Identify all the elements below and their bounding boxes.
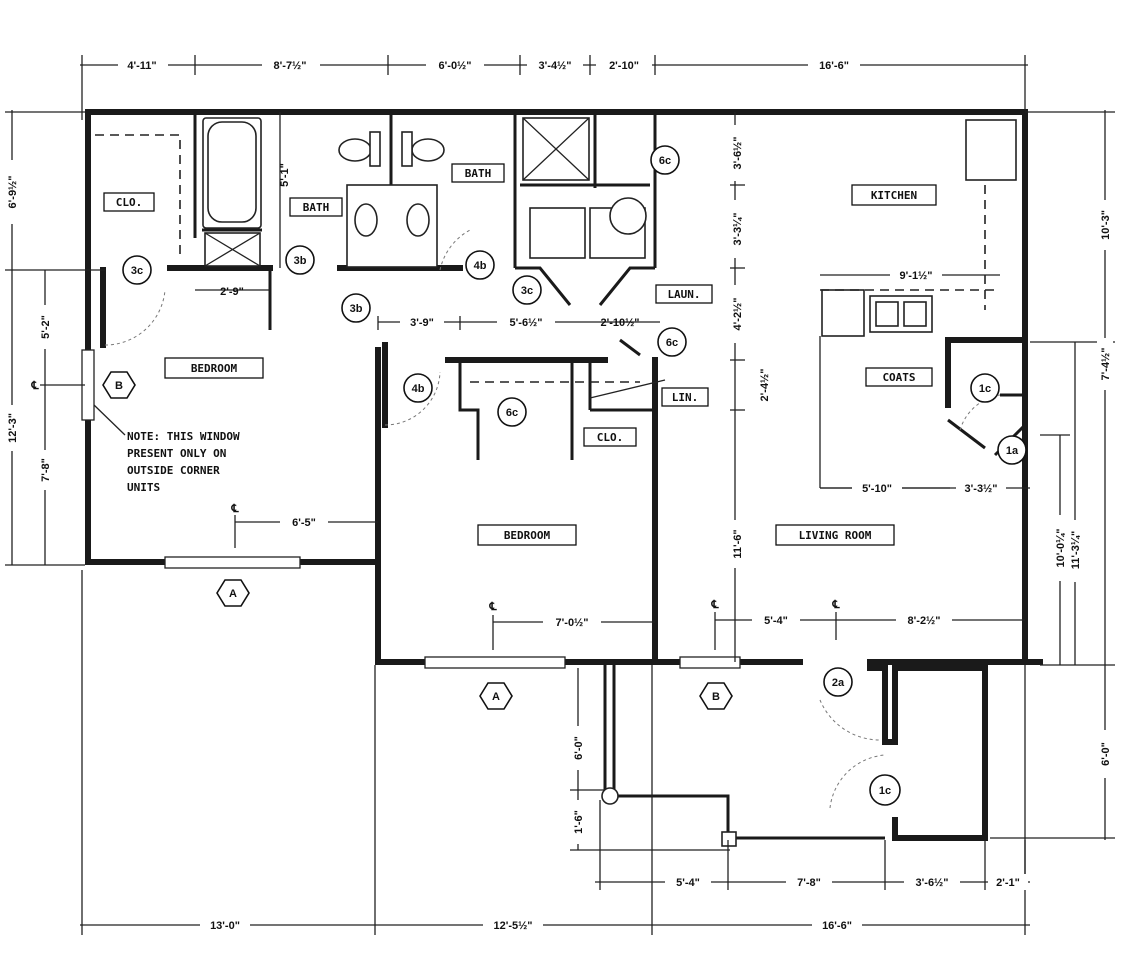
dim-left-2: 5'-2" [40, 315, 52, 339]
door-tag: 3b [350, 303, 363, 315]
sink [354, 203, 378, 237]
dim-hall-1: 3'-9" [410, 317, 434, 329]
dim-patio-1: 5'-4" [676, 877, 700, 889]
dim-bedroom2-width: 7'-0½" [556, 617, 589, 629]
centerline-mark: ℄ [710, 599, 719, 611]
room-label-linen: LIN. [672, 391, 699, 404]
note-line: OUTSIDE CORNER [127, 464, 220, 477]
dim-hall-3: 2'-10½" [600, 317, 639, 329]
window-tag: B [115, 380, 123, 392]
washer [529, 207, 586, 259]
dim-bottom-2: 12'-5½" [493, 920, 532, 932]
dim-living-depth: 10'-0¼" [1055, 528, 1067, 567]
window [164, 556, 301, 569]
dim-right-2: 7'-4½" [1100, 348, 1112, 381]
room-label-bath: BATH [303, 201, 330, 214]
dim-patio-2: 7'-8" [797, 877, 821, 889]
sink [406, 203, 430, 237]
door-tag: 6c [659, 155, 671, 167]
door-tag: 3c [521, 285, 533, 297]
dim-bottom-1: 13'-0" [210, 920, 240, 932]
room-label-bedroom: BEDROOM [504, 529, 551, 542]
range [965, 119, 1017, 181]
door-tags: 3c 3b 3b 4b 3c 6c 6c 4b 6c 1c 1a 2a 1c [122, 145, 1027, 806]
dim-bedroom1-width: 6'-5" [292, 517, 316, 529]
centerline-mark: ℄ [488, 601, 497, 613]
room-label-living-room: LIVING ROOM [799, 529, 872, 542]
window-note: NOTE: THIS WINDOW PRESENT ONLY ON OUTSID… [127, 430, 240, 494]
refrigerator [821, 289, 865, 337]
dim-left-1: 6'-9½" [7, 176, 19, 209]
dim-living-width-1: 5'-4" [764, 615, 788, 627]
dim-patio-3: 3'-6½" [916, 877, 949, 889]
toilet [411, 138, 445, 162]
dim-living-width-2: 8'-2½" [908, 615, 941, 627]
dim-hall-2: 5'-6½" [510, 317, 543, 329]
dim-patio-vertical-1: 6'-0" [573, 736, 585, 760]
dim-patio-vertical-2: 1'-6" [573, 810, 585, 834]
dim-bedroom2-height: 11'-6" [732, 529, 744, 558]
dim-laundry-1: 3'-6½" [732, 137, 744, 170]
dim-coats-width: 3'-3½" [965, 483, 998, 495]
dim-kitchen-width: 9'-1½" [900, 270, 933, 282]
door-tag: 1a [1006, 445, 1019, 457]
room-labels: CLO. BATH BATH KITCHEN LAUN. BEDROOM LIN… [103, 163, 937, 546]
dim-right-3: 11'-3¼" [1070, 531, 1082, 569]
window-tag: B [712, 691, 720, 703]
dim-kitchen-bottom: 5'-10" [862, 483, 892, 495]
note-line: UNITS [127, 481, 160, 494]
dim-patio-4: 2'-1" [996, 877, 1020, 889]
door-tag: 2a [832, 677, 845, 689]
door-tag: 4b [474, 260, 487, 272]
door-tag: 6c [506, 407, 518, 419]
dim-top-1: 4'-11" [127, 60, 156, 72]
door-tag: 4b [412, 383, 425, 395]
dim-top-3: 6'-0½" [439, 60, 472, 72]
dim-top-4: 3'-4½" [539, 60, 572, 72]
interior-walls [100, 112, 1028, 665]
room-label-closet: CLO. [116, 196, 143, 209]
dim-closet-width: 2'-9" [220, 286, 244, 298]
room-label-bedroom: BEDROOM [191, 362, 238, 375]
dim-top-2: 8'-7½" [274, 60, 307, 72]
room-label-laundry: LAUN. [667, 288, 700, 301]
dim-top-5: 2'-10" [609, 60, 639, 72]
window-tags: B A A B [102, 371, 733, 710]
dim-left-4: 12'-3" [7, 413, 19, 443]
window-tag: A [229, 588, 237, 600]
door-tag: 3c [131, 265, 143, 277]
door-tag: 3b [294, 255, 307, 267]
dim-laundry-2: 3'-3¼" [732, 213, 744, 246]
dim-linen: 2'-4½" [759, 369, 771, 402]
dim-bottom-3: 16'-6" [822, 920, 852, 932]
toilet [338, 138, 372, 162]
window [679, 656, 741, 669]
centerline-mark: ℄ [831, 599, 840, 611]
fixtures [95, 112, 1017, 847]
dim-left-3: 7'-8" [40, 458, 52, 482]
room-label-coats: COATS [882, 371, 915, 384]
dim-top-6: 16'-6" [819, 60, 849, 72]
dim-right-1: 10'-3" [1100, 210, 1112, 240]
door-tag: 1c [879, 785, 891, 797]
centerline-mark: ℄ [230, 503, 239, 515]
note-line: PRESENT ONLY ON [127, 447, 226, 460]
dim-right-4: 6'-0" [1100, 742, 1112, 766]
window-tag: A [492, 691, 500, 703]
dim-laundry-3: 4'-2½" [732, 298, 744, 331]
door-tag: 6c [666, 337, 678, 349]
dim-bath-height: 5'-1" [279, 163, 291, 187]
door-tag: 1c [979, 383, 991, 395]
centerline-mark: ℄ [30, 380, 39, 392]
window [424, 656, 566, 669]
windows [81, 349, 741, 669]
water-heater [609, 197, 647, 235]
room-label-bath: BATH [465, 167, 492, 180]
note-line: NOTE: THIS WINDOW [127, 430, 240, 443]
room-label-closet: CLO. [597, 431, 624, 444]
dimension-labels: 4'-11" 8'-7½" 6'-0½" 3'-4½" 2'-10" 16'-6… [4, 57, 1113, 933]
room-label-kitchen: KITCHEN [871, 189, 917, 202]
dimension-lines [5, 55, 1115, 935]
